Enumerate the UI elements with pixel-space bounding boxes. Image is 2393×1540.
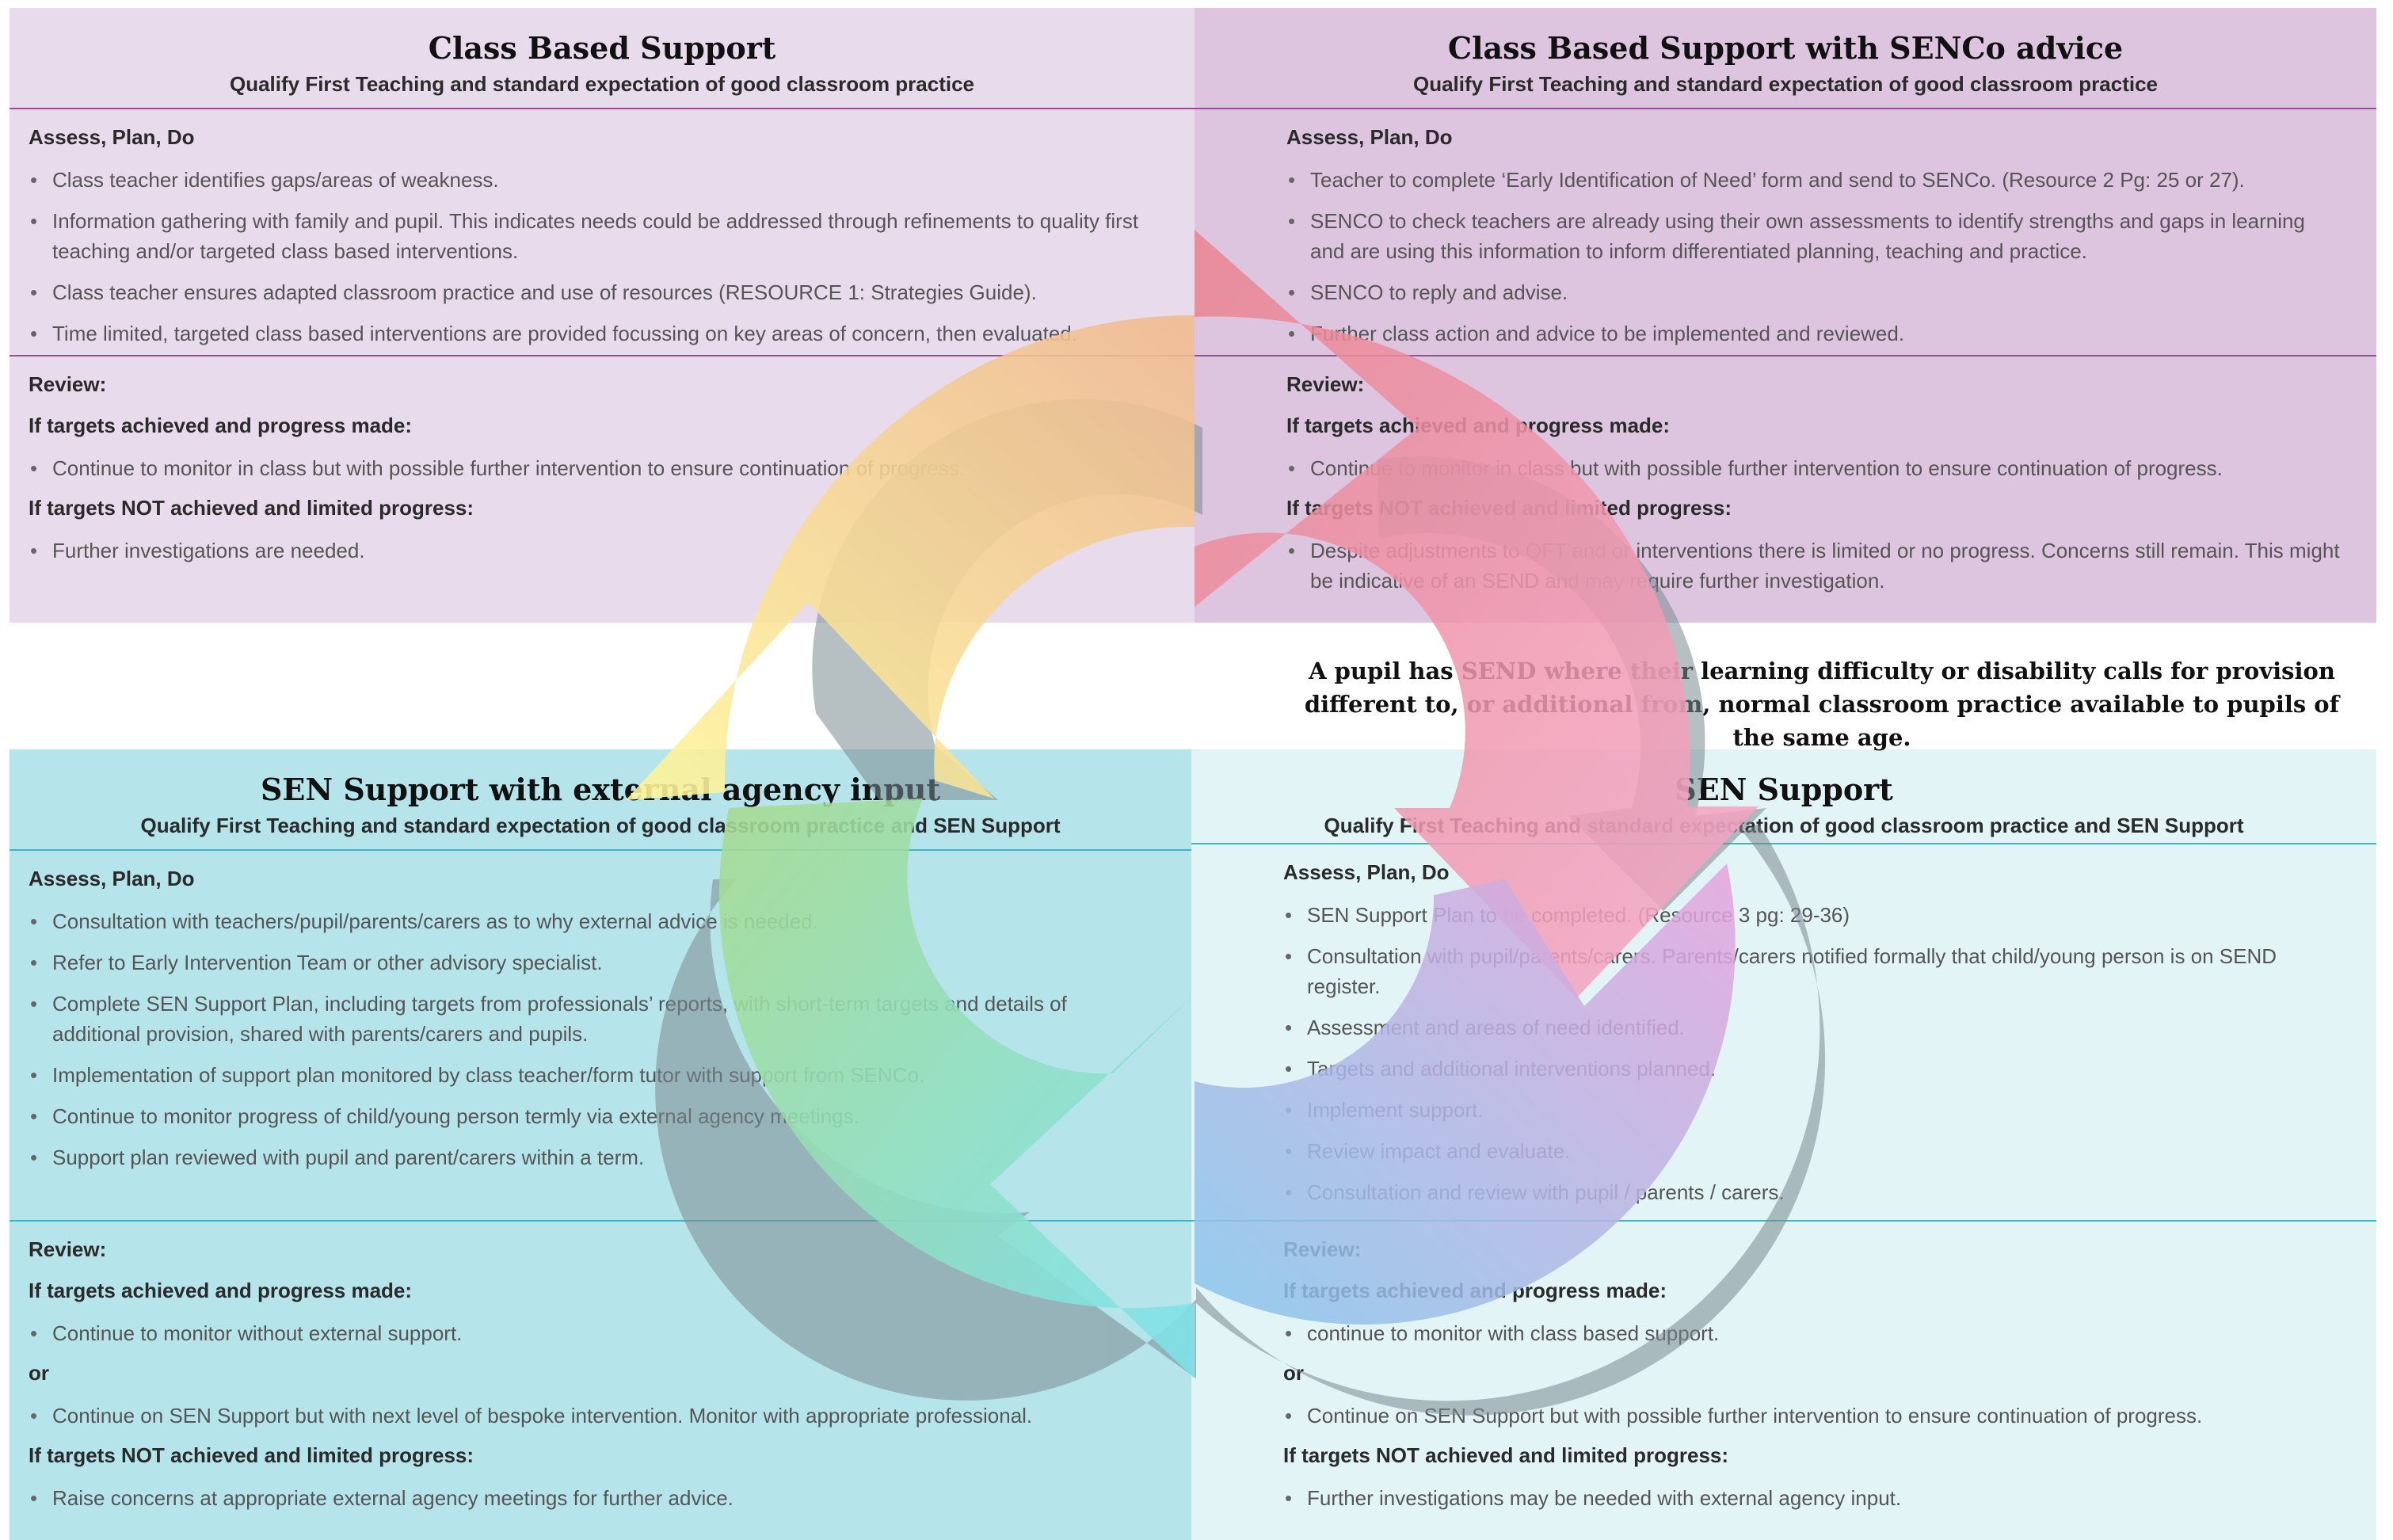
achieved-heading: If targets achieved and progress made:	[1286, 414, 1671, 437]
list-item: Continue to monitor without external sup…	[29, 1318, 1160, 1348]
or-label: or	[29, 1361, 49, 1385]
list-item: Teacher to complete ‘Early Identificatio…	[1286, 165, 2345, 195]
list-item: Complete SEN Support Plan, including tar…	[29, 989, 1160, 1049]
achieved-list: Continue to monitor without external sup…	[29, 1318, 1160, 1348]
list-item: Despite adjustments to QFT and or interv…	[1286, 536, 2345, 596]
panel-sen-support: SEN Support Qualify First Teaching and s…	[1191, 749, 2376, 1540]
panel-header: Class Based Support with SENCo advice Qu…	[1195, 8, 2376, 98]
list-item: Refer to Early Intervention Team or othe…	[29, 947, 1160, 978]
assess-list: SEN Support Plan to be completed. (Resou…	[1283, 900, 2345, 1207]
list-item: Implementation of support plan monitored…	[29, 1060, 1160, 1090]
achieved-list: Continue to monitor in class but with po…	[29, 453, 1163, 483]
not-achieved-heading: If targets NOT achieved and limited prog…	[1286, 496, 1732, 520]
divider	[1191, 1220, 2376, 1222]
review-section: Review: If targets achieved and progress…	[1283, 1236, 2345, 1524]
divider	[1195, 108, 2376, 109]
send-definition: A pupil has SEND where their learning di…	[1304, 658, 2340, 751]
achieved-list: continue to monitor with class based sup…	[1283, 1318, 2345, 1348]
list-item: Continue on SEN Support but with next le…	[29, 1401, 1160, 1431]
list-item: Support plan reviewed with pupil and par…	[29, 1142, 1160, 1172]
panel-class-based-support: Class Based Support Qualify First Teachi…	[10, 8, 1195, 623]
assess-heading: Assess, Plan, Do	[1286, 125, 1453, 149]
assess-list: Class teacher identifies gaps/areas of w…	[29, 165, 1163, 349]
panel-class-based-support-senco: Class Based Support with SENCo advice Qu…	[1195, 8, 2376, 623]
divider	[1195, 355, 2376, 356]
divider	[10, 108, 1195, 109]
panel-header: SEN Support with external agency input Q…	[10, 749, 1191, 840]
list-item: Time limited, targeted class based inter…	[29, 318, 1163, 349]
or-label: or	[1283, 1361, 1304, 1385]
assess-heading: Assess, Plan, Do	[29, 125, 195, 149]
list-item: Further class action and advice to be im…	[1286, 318, 2345, 349]
list-item: Targets and additional interventions pla…	[1283, 1054, 2345, 1084]
divider	[1191, 843, 2376, 844]
divider	[10, 355, 1195, 356]
review-heading: Review:	[29, 1237, 107, 1261]
assess-heading: Assess, Plan, Do	[29, 867, 195, 890]
divider	[10, 1220, 1191, 1222]
panel-subtitle: Qualify First Teaching and standard expe…	[140, 814, 1061, 837]
list-item: Class teacher identifies gaps/areas of w…	[29, 165, 1163, 195]
list-item: Continue to monitor progress of child/yo…	[29, 1101, 1160, 1131]
list-item: Consultation with pupil/parents/carers. …	[1283, 941, 2345, 1001]
panel-header: SEN Support Qualify First Teaching and s…	[1191, 749, 2376, 840]
list-item: Class teacher ensures adapted classroom …	[29, 277, 1163, 307]
list-item: Continue on SEN Support but with possibl…	[1283, 1401, 2345, 1431]
assess-section: Assess, Plan, Do SEN Support Plan to be …	[1283, 859, 2345, 1218]
panel-subtitle: Qualify First Teaching and standard expe…	[1324, 814, 2244, 837]
achieved-list: Continue to monitor in class but with po…	[1286, 453, 2345, 483]
assess-list: Consultation with teachers/pupil/parents…	[29, 906, 1160, 1172]
achieved-heading: If targets achieved and progress made:	[29, 1279, 413, 1302]
list-item: SEN Support Plan to be completed. (Resou…	[1283, 900, 2345, 930]
list-item: Continue to monitor in class but with po…	[29, 453, 1163, 483]
assess-section: Assess, Plan, Do Class teacher identifie…	[29, 124, 1163, 360]
list-item: SENCO to check teachers are already usin…	[1286, 206, 2345, 266]
not-achieved-list: Further investigations are needed.	[29, 536, 1163, 566]
divider	[10, 849, 1191, 851]
achieved-list-alt: Continue on SEN Support but with possibl…	[1283, 1401, 2345, 1431]
list-item: Review impact and evaluate.	[1283, 1136, 2345, 1166]
panel-title: SEN Support	[1675, 772, 1893, 807]
review-heading: Review:	[29, 372, 107, 396]
list-item: Information gathering with family and pu…	[29, 206, 1163, 266]
assess-section: Assess, Plan, Do Consultation with teach…	[29, 865, 1160, 1184]
not-achieved-heading: If targets NOT achieved and limited prog…	[1283, 1443, 1729, 1467]
list-item: SENCO to reply and advise.	[1286, 277, 2345, 307]
assess-list: Teacher to complete ‘Early Identificatio…	[1286, 165, 2345, 349]
panel-title: SEN Support with external agency input	[260, 772, 941, 807]
not-achieved-list: Further investigations may be needed wit…	[1283, 1483, 2345, 1513]
panel-sen-support-external: SEN Support with external agency input Q…	[10, 749, 1191, 1540]
not-achieved-heading: If targets NOT achieved and limited prog…	[29, 496, 474, 520]
review-section: Review: If targets achieved and progress…	[29, 1236, 1160, 1524]
panel-title: Class Based Support	[428, 30, 776, 66]
list-item: Raise concerns at appropriate external a…	[29, 1483, 1160, 1513]
panel-subtitle: Qualify First Teaching and standard expe…	[1412, 72, 2159, 96]
review-section: Review: If targets achieved and progress…	[1286, 371, 2345, 607]
assess-heading: Assess, Plan, Do	[1283, 860, 1450, 884]
not-achieved-list: Despite adjustments to QFT and or interv…	[1286, 536, 2345, 596]
list-item: Further investigations may be needed wit…	[1283, 1483, 2345, 1513]
list-item: continue to monitor with class based sup…	[1283, 1318, 2345, 1348]
review-section: Review: If targets achieved and progress…	[29, 371, 1163, 577]
achieved-heading: If targets achieved and progress made:	[1283, 1279, 1667, 1302]
list-item: Further investigations are needed.	[29, 536, 1163, 566]
achieved-heading: If targets achieved and progress made:	[29, 414, 413, 437]
not-achieved-heading: If targets NOT achieved and limited prog…	[29, 1443, 474, 1467]
list-item: Consultation and review with pupil / par…	[1283, 1177, 2345, 1207]
list-item: Implement support.	[1283, 1095, 2345, 1125]
list-item: Consultation with teachers/pupil/parents…	[29, 906, 1160, 936]
assess-section: Assess, Plan, Do Teacher to complete ‘Ea…	[1286, 124, 2345, 360]
achieved-list-alt: Continue on SEN Support but with next le…	[29, 1401, 1160, 1431]
panel-header: Class Based Support Qualify First Teachi…	[10, 8, 1195, 98]
list-item: Continue to monitor in class but with po…	[1286, 453, 2345, 483]
review-heading: Review:	[1286, 372, 1365, 396]
list-item: Assessment and areas of need identified.	[1283, 1012, 2345, 1043]
panel-subtitle: Qualify First Teaching and standard expe…	[229, 72, 975, 96]
not-achieved-list: Raise concerns at appropriate external a…	[29, 1483, 1160, 1513]
review-heading: Review:	[1283, 1237, 1362, 1261]
panel-title: Class Based Support with SENCo advice	[1447, 30, 2124, 66]
